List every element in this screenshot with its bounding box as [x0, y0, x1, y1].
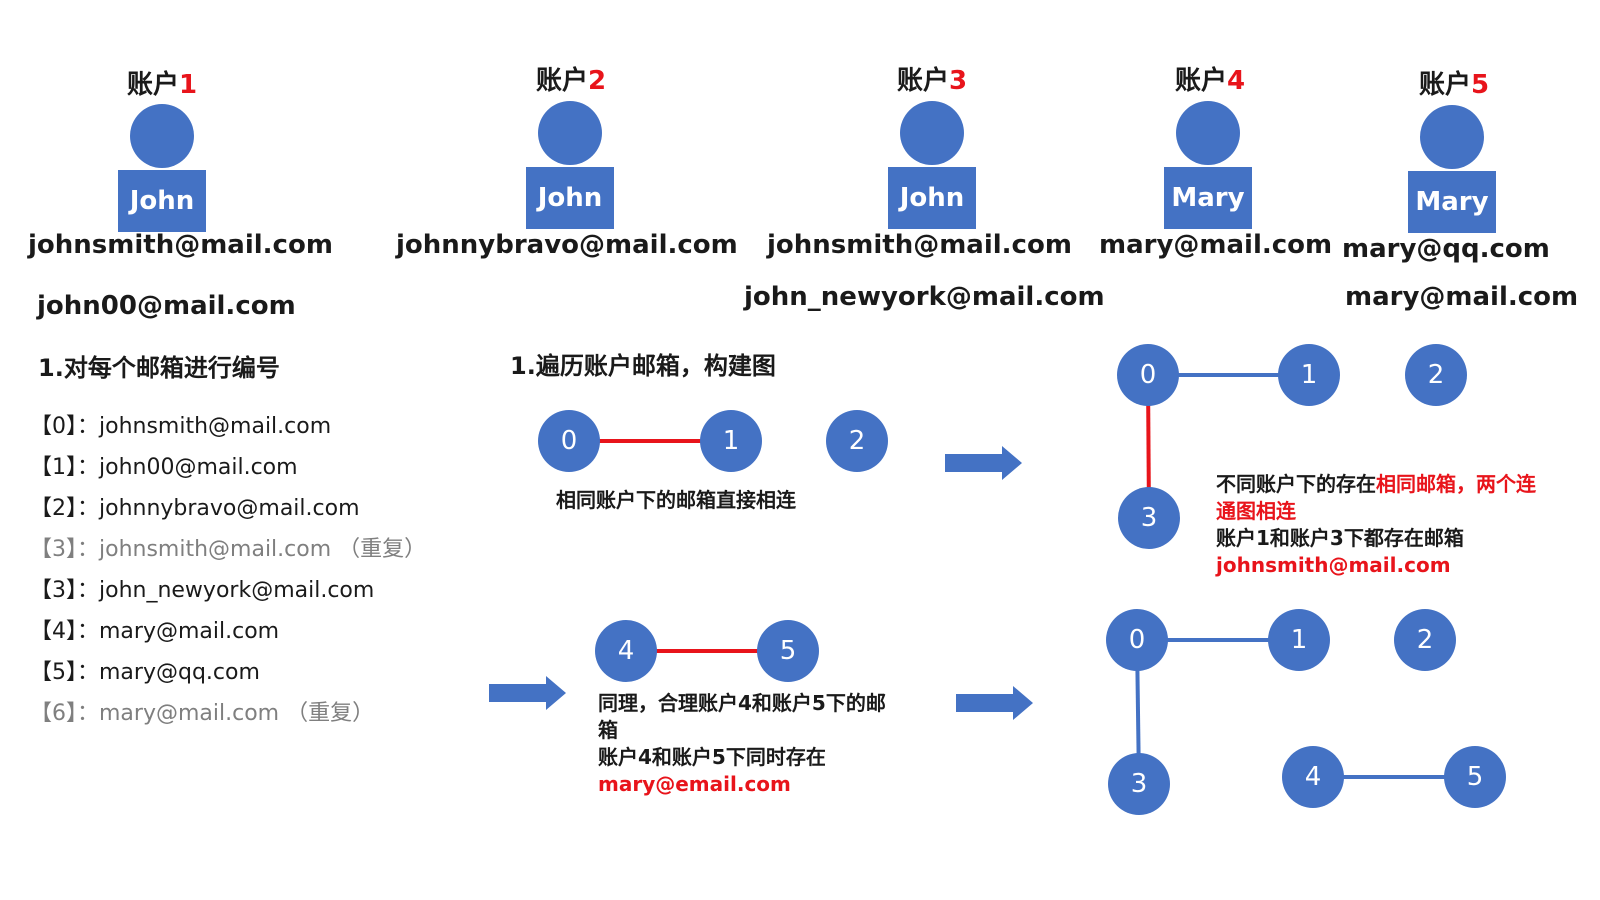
graph-node: 3: [1108, 753, 1170, 815]
note-text: 同理，合理账户4和账户5下的邮箱: [598, 691, 886, 742]
svg-text:0: 0: [561, 426, 578, 456]
account-3-email-1: johnsmith@mail.com: [767, 230, 1072, 260]
arrow-right-icon: [945, 446, 1022, 480]
email-list-item: 【5】：mary@qq.com: [30, 660, 260, 685]
svg-text:0: 0: [1140, 360, 1157, 390]
account-2-title: 账户2: [535, 66, 607, 96]
note-text: 账户1和账户3下都存在邮箱: [1216, 526, 1464, 550]
svg-text:5: 5: [1467, 762, 1484, 792]
svg-text:3: 3: [1131, 769, 1148, 799]
account-5-email-1: mary@qq.com: [1342, 234, 1550, 264]
account-3-name: John: [888, 167, 976, 229]
graph-node: 5: [1444, 746, 1506, 808]
note-email: mary@email.com: [598, 772, 791, 796]
email-list-item: 【4】：mary@mail.com: [30, 619, 280, 644]
account-2-name: John: [526, 167, 614, 229]
graph-node: 2: [1405, 344, 1467, 406]
graph-node: 0: [538, 410, 600, 472]
account-1-title: 账户1: [126, 70, 198, 100]
graph-node: 2: [826, 410, 888, 472]
account-4-email-1: mary@mail.com: [1099, 230, 1333, 260]
svg-text:1: 1: [723, 426, 740, 456]
note-email: johnsmith@mail.com: [1216, 553, 1451, 577]
svg-text:4: 4: [618, 636, 635, 666]
avatar-head-1: [130, 104, 194, 168]
avatar-head-3: [900, 101, 964, 165]
svg-text:0: 0: [1129, 625, 1146, 655]
account-1-name: John: [118, 170, 206, 232]
graph-node: 4: [595, 620, 657, 682]
account-4-name: Mary: [1164, 167, 1252, 229]
account-3-title: 账户3: [896, 66, 968, 96]
step-build-graph: 1.遍历账户邮箱，构建图: [510, 352, 776, 380]
arrow-right-icon: [489, 676, 566, 710]
account-5-email-2: mary@mail.com: [1345, 282, 1579, 312]
note-text: 账户4和账户5下同时存在: [598, 745, 826, 769]
account-1-email-2: john00@mail.com: [37, 291, 296, 321]
graph-node: 1: [700, 410, 762, 472]
graph-node: 0: [1117, 344, 1179, 406]
svg-text:4: 4: [1305, 762, 1322, 792]
avatar-head-4: [1176, 101, 1240, 165]
email-list-item: 【2】：johnnybravo@mail.com: [30, 496, 360, 521]
graph-node: 1: [1268, 609, 1330, 671]
email-list-item: 【0】：johnsmith@mail.com: [30, 414, 332, 439]
account-1-email-1: johnsmith@mail.com: [28, 230, 333, 260]
arrow-right-icon: [956, 686, 1033, 720]
graph-node: 4: [1282, 746, 1344, 808]
account-2-email-1: johnnybravo@mail.com: [396, 230, 738, 260]
graph-node: 3: [1118, 487, 1180, 549]
svg-text:5: 5: [780, 636, 797, 666]
note-mary-accounts: 同理，合理账户4和账户5下的邮箱 账户4和账户5下同时存在 mary@email…: [598, 690, 898, 798]
graph-node: 5: [757, 620, 819, 682]
account-5-title: 账户5: [1418, 70, 1490, 100]
email-list-item-duplicate: 【3】：johnsmith@mail.com （重复）: [30, 537, 427, 562]
avatar-head-5: [1420, 105, 1484, 169]
note-text: 不同账户下的存在: [1216, 472, 1376, 496]
account-5-name: Mary: [1408, 171, 1496, 233]
avatar-head-2: [538, 101, 602, 165]
svg-text:1: 1: [1291, 625, 1308, 655]
account-3-email-2: john_newyork@mail.com: [744, 282, 1105, 312]
account-4-title: 账户4: [1174, 66, 1246, 96]
email-list-item: 【1】：john00@mail.com: [30, 455, 298, 480]
note-same-account: 相同账户下的邮箱直接相连: [556, 488, 796, 512]
svg-text:2: 2: [849, 426, 866, 456]
graph-node: 2: [1394, 609, 1456, 671]
svg-text:3: 3: [1141, 503, 1158, 533]
graph-node: 1: [1278, 344, 1340, 406]
step-number-emails: 1.对每个邮箱进行编号: [38, 354, 280, 382]
svg-text:2: 2: [1417, 625, 1434, 655]
email-list-item-duplicate: 【6】：mary@mail.com （重复）: [30, 701, 375, 726]
svg-text:2: 2: [1428, 360, 1445, 390]
svg-text:1: 1: [1301, 360, 1318, 390]
note-different-account: 不同账户下的存在相同邮箱，两个连通图相连 账户1和账户3下都存在邮箱 johns…: [1216, 471, 1546, 579]
graph-node: 0: [1106, 609, 1168, 671]
email-list-item: 【3】：john_newyork@mail.com: [30, 578, 375, 603]
note-highlight: 相同邮箱，两个连通图相连: [1216, 472, 1536, 523]
